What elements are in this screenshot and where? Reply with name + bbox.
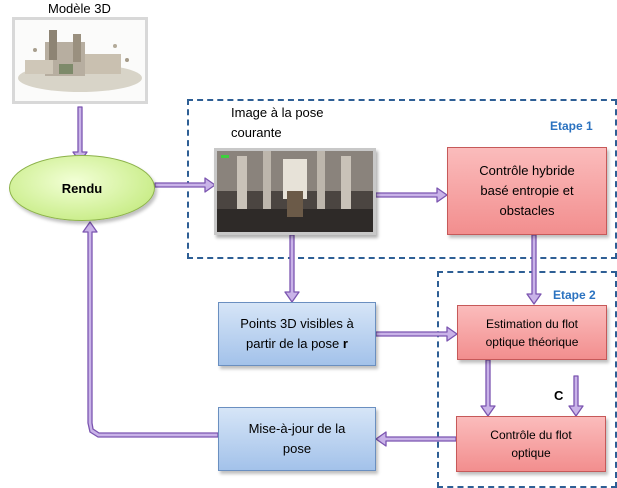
arrow-hybrid-to-estimation	[526, 234, 542, 305]
image-caption: Image à la pose courante	[231, 103, 324, 143]
pose-update-line1: Mise-à-jour de la	[248, 421, 346, 436]
visible-points-line2: partir de la pose r	[246, 334, 348, 354]
arrow-rendu-to-image	[154, 177, 216, 193]
hybrid-control-node: Contrôle hybride basé entropie et obstac…	[447, 147, 607, 235]
image-caption-line2: courante	[231, 125, 282, 140]
pose-update-line2: pose	[282, 441, 312, 456]
arrow-points-to-estimation	[375, 326, 458, 342]
model-title: Modèle 3D	[48, 1, 111, 16]
model-3d-image	[12, 17, 148, 104]
rendu-label: Rendu	[61, 180, 103, 196]
hybrid-control-line2: basé entropie et	[480, 183, 574, 198]
current-pose-image	[214, 148, 376, 235]
stage1-box	[187, 99, 617, 259]
arrow-model-to-rendu	[72, 106, 88, 163]
pose-update-node: Mise-à-jour de la pose	[218, 407, 376, 471]
hybrid-control-line1: Contrôle hybride	[479, 163, 575, 178]
arrow-c-to-flowcontrol	[568, 375, 584, 417]
arrow-flowcontrol-to-update	[375, 431, 457, 447]
arrow-estimation-to-flowcontrol	[480, 359, 496, 417]
arrow-image-to-hybrid	[375, 187, 448, 203]
stage2-label: Etape 2	[553, 288, 596, 302]
c-label: C	[554, 388, 564, 403]
rendu-node: Rendu	[9, 155, 155, 221]
flow-estimation-node: Estimation du flot optique théorique	[457, 305, 607, 360]
image-caption-line1: Image à la pose	[231, 105, 324, 120]
visible-points-line2-text: partir de la pose	[246, 336, 343, 351]
flow-control-node: Contrôle du flot optique	[456, 416, 606, 472]
stage2-box	[437, 271, 617, 488]
stage1-label: Etape 1	[550, 119, 593, 133]
arrow-update-to-rendu	[82, 221, 219, 438]
flow-estimation-line1: Estimation du flot	[485, 316, 579, 331]
pose-symbol-r: r	[342, 336, 348, 351]
flow-control-line2: optique	[511, 446, 551, 460]
visible-points-line1: Points 3D visibles à	[240, 316, 354, 331]
hybrid-control-line3: obstacles	[499, 203, 555, 218]
flow-estimation-line2: optique théorique	[485, 334, 579, 349]
visible-points-node: Points 3D visibles à partir de la pose r	[218, 302, 376, 366]
flow-control-line1: Contrôle du flot	[490, 428, 572, 442]
arrow-image-to-points	[284, 234, 300, 303]
